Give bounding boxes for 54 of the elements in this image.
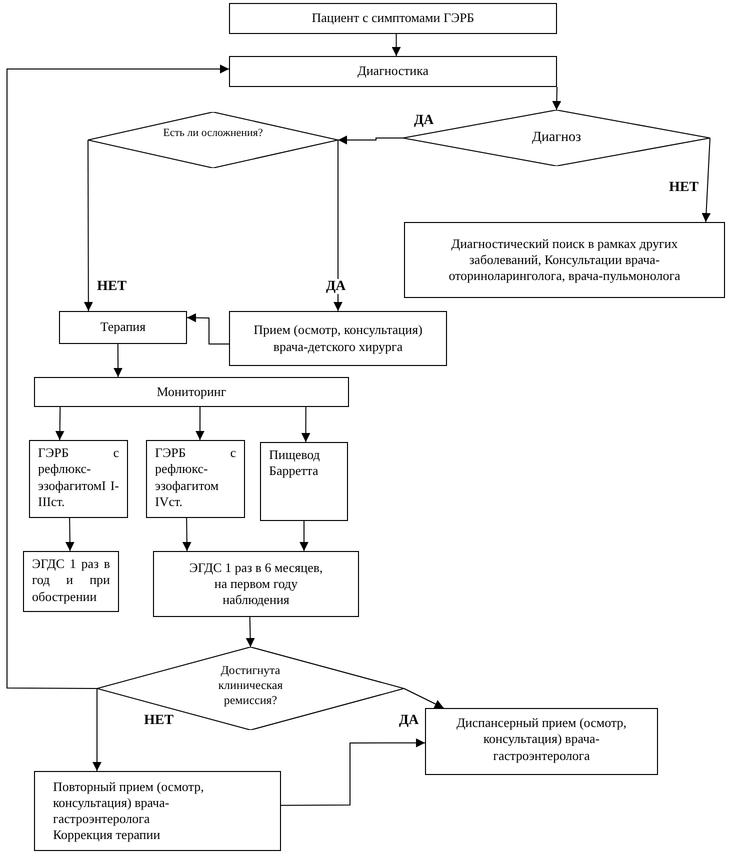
box-text: ГЭРБ с рефлюкс-эзофагитом IVст. <box>155 445 236 510</box>
box-text: Прием (осмотр, консультация) врача-детского хирурга <box>252 322 424 355</box>
box-text: Диагностика <box>357 63 428 80</box>
process-box <box>425 708 658 775</box>
edge-label: ДА <box>413 113 435 128</box>
process-box <box>34 377 349 407</box>
process-box <box>29 440 128 518</box>
box-text: Пациент с симптомами ГЭРБ <box>312 10 474 27</box>
arrow <box>92 688 102 772</box>
process-box <box>153 551 359 617</box>
box-text: Диспансерный прием (осмотр, консультация) врача-гастроэнтеролога <box>455 715 628 764</box>
process-box <box>59 311 187 344</box>
process-box <box>23 551 119 612</box>
process-box <box>229 56 557 87</box>
arrow <box>702 138 711 222</box>
decision-diamond <box>88 112 338 168</box>
arrow <box>280 738 426 806</box>
process-box <box>404 222 725 298</box>
arrow <box>84 140 93 312</box>
arrow <box>65 518 74 552</box>
arrow <box>246 616 255 648</box>
arrow <box>182 518 192 552</box>
process-box <box>34 771 281 851</box>
arrow <box>55 406 64 440</box>
arrow <box>334 140 342 312</box>
box-text: Диагностический поиск в рамках других заболеваний, Консультации врача- оториноларинголога, врача-пульмонолога <box>448 236 682 284</box>
box-text: Коррекция терапии <box>53 827 162 844</box>
process-box <box>260 442 348 521</box>
decision-text: Диагноз <box>532 129 582 147</box>
decision-diamond <box>403 110 710 166</box>
box-text: Пищевод Барретта <box>269 447 321 480</box>
arrow <box>186 313 230 344</box>
process-box <box>229 311 447 366</box>
decision-text: Достигнута клиническая ремиссия? <box>217 663 284 708</box>
arrow <box>301 406 310 442</box>
edge-label: ДА <box>398 713 420 728</box>
arrow <box>195 406 204 440</box>
arrow <box>338 136 404 144</box>
decision-text: Есть ли осложнения? <box>163 127 263 141</box>
box-text: ГЭРБ с рефлюкс-эзофагитомI I-IIIст. <box>38 445 119 510</box>
box-text: Повторный прием (осмотр, консультация) врача-гастроэнтеролога <box>53 778 205 828</box>
box-text: ЭГДС 1 раз в год и при обострении <box>32 556 110 605</box>
arrow <box>300 520 308 552</box>
arrow <box>114 344 123 378</box>
box-text: Терапия <box>100 319 146 336</box>
box-text: Мониторинг <box>156 384 226 400</box>
process-box <box>229 3 557 34</box>
arrow <box>392 34 401 56</box>
arrow <box>552 86 562 110</box>
arrow <box>404 688 444 708</box>
arrow <box>6 64 230 689</box>
box-text: ЭГДС 1 раз в 6 месяцев, на первом году наблюдения <box>188 560 324 608</box>
process-box <box>146 440 245 518</box>
edge-label: ДА <box>325 279 347 294</box>
